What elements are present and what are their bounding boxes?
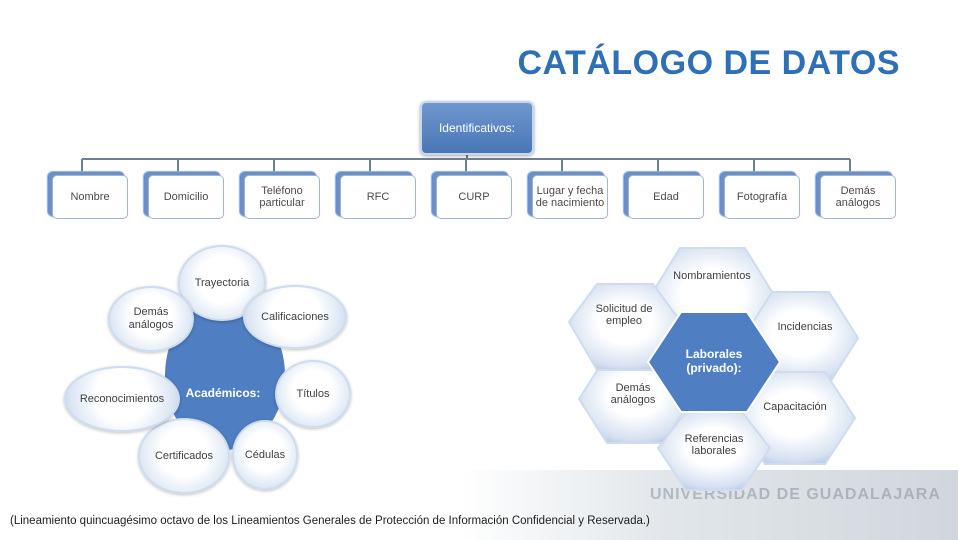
circle-certificados: Certificados — [138, 418, 230, 494]
footer-citation: (Lineamiento quincuagésimo octavo de los… — [10, 515, 650, 527]
node-lugar-fecha: Lugar y fecha de nacimiento — [532, 175, 608, 219]
hex-solicitud-label: Solicitud de empleo — [595, 303, 653, 327]
node-fotografia: Fotografía — [724, 175, 800, 219]
hex-laborales-center — [646, 311, 782, 413]
page-title: CATÁLOGO DE DATOS — [517, 44, 900, 82]
circle-titulos-label: Títulos — [296, 387, 330, 400]
node-edad: Edad — [628, 175, 704, 219]
hex-referencias-label: Referencias laborales — [684, 433, 744, 457]
circle-trayectoria-label: Trayectoria — [194, 276, 250, 289]
circle-cedulas: Cédulas — [232, 420, 298, 490]
circle-certificados-label: Certificados — [154, 449, 214, 462]
circle-calificaciones: Calificaciones — [243, 285, 347, 349]
node-telefono: Teléfono particular — [244, 175, 320, 219]
academicos-center-label: Académicos: — [185, 385, 261, 400]
hex-incidencias-label: Incidencias — [777, 321, 833, 333]
hex-capacitacion-label: Capacitación — [763, 401, 827, 413]
circle-demas-analogos-academicos: Demás análogos — [108, 286, 194, 352]
circle-reconocimientos: Reconocimientos — [64, 366, 180, 432]
node-rfc: RFC — [340, 175, 416, 219]
node-nombre: Nombre — [52, 175, 128, 219]
circle-cedulas-label: Cédulas — [244, 448, 286, 461]
circle-titulos: Títulos — [275, 360, 351, 428]
node-curp: CURP — [436, 175, 512, 219]
hex-laborales-center-label: Laborales (privado): — [685, 347, 743, 375]
identificativos-root: Identificativos: — [420, 101, 534, 155]
circle-reconocimientos-label: Reconocimientos — [79, 392, 165, 405]
circle-calificaciones-label: Calificaciones — [261, 310, 329, 323]
circle-demas-analogos-academicos-label: Demás análogos — [128, 306, 174, 331]
node-domicilio: Domicilio — [148, 175, 224, 219]
hex-nombramientos-label: Nombramientos — [673, 270, 751, 282]
node-demas-analogos: Demás análogos — [820, 175, 896, 219]
hex-demas-analogos-laborales-label: Demás análogos — [610, 382, 656, 406]
